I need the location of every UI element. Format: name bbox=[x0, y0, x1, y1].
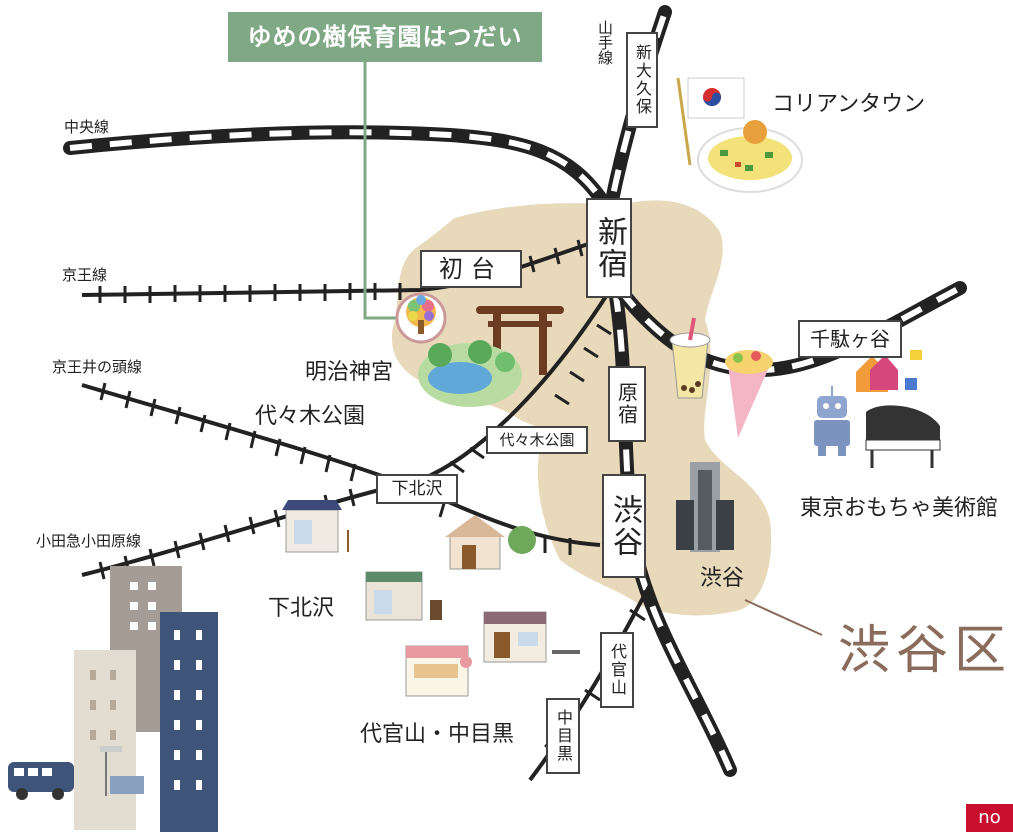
signboard-icon bbox=[100, 746, 144, 796]
nursery-pointer-line bbox=[363, 62, 400, 320]
daikanyama-nakameguro-label: 代官山・中目黒 bbox=[360, 722, 515, 747]
korea-town-label: コリアンタウン bbox=[772, 92, 926, 117]
station-hatsudai: 初台 bbox=[420, 250, 522, 288]
station-yoyogi-koen: 代々木公園 bbox=[486, 426, 588, 454]
station-shin-okubo: 新大久保 bbox=[626, 32, 658, 128]
shop-icon-2 bbox=[445, 515, 536, 570]
ward-label: 渋谷区 bbox=[838, 621, 1013, 681]
shop-icon-3 bbox=[365, 571, 442, 621]
station-shinjuku: 新宿 bbox=[586, 198, 632, 298]
city-buildings-icon bbox=[74, 566, 218, 832]
toy-blocks-icon bbox=[856, 340, 922, 392]
yamanote-line-label: 山手線 bbox=[596, 20, 614, 65]
inokashira-line-label: 京王井の頭線 bbox=[52, 358, 143, 376]
park-pond-icon bbox=[418, 340, 522, 407]
shop-icon-4 bbox=[483, 611, 580, 663]
bubble-tea-icon bbox=[669, 317, 711, 399]
meiji-jingu-label: 明治神宮 bbox=[305, 360, 394, 385]
nursery-label: ゆめの樹保育園はつだい bbox=[228, 12, 542, 62]
shop-icon-5 bbox=[405, 645, 472, 697]
toy-museum-label: 東京おもちゃ美術館 bbox=[800, 496, 999, 521]
shibuya-tower-icon bbox=[676, 462, 734, 552]
robot-icon bbox=[814, 386, 850, 456]
nursery-tree-icon bbox=[395, 292, 447, 344]
shibuya-area-label: 渋谷 bbox=[700, 566, 745, 591]
station-shimokitazawa: 下北沢 bbox=[376, 474, 458, 504]
station-harajuku: 原宿 bbox=[608, 366, 646, 442]
station-shibuya: 渋谷 bbox=[602, 474, 646, 578]
station-sendagaya: 千駄ヶ谷 bbox=[798, 320, 902, 358]
shimokitazawa-area-label: 下北沢 bbox=[268, 596, 335, 621]
korean-food-icon bbox=[697, 120, 803, 193]
crepe-icon bbox=[725, 350, 773, 438]
yoyogi-park-label: 代々木公園 bbox=[255, 404, 366, 429]
ward-pointer-line bbox=[744, 599, 823, 636]
chuo-line-label: 中央線 bbox=[64, 118, 110, 136]
piano-icon bbox=[865, 405, 941, 468]
station-nakameguro: 中目黒 bbox=[546, 698, 580, 774]
bus-icon bbox=[8, 762, 74, 800]
keio-line-label: 京王線 bbox=[62, 266, 108, 284]
shop-icon-1 bbox=[282, 500, 349, 553]
korean-flag-icon bbox=[676, 77, 745, 166]
station-daikanyama: 代官山 bbox=[600, 632, 634, 708]
odakyu-line-label: 小田急小田原線 bbox=[36, 532, 142, 550]
page-tag: no bbox=[966, 804, 1013, 832]
